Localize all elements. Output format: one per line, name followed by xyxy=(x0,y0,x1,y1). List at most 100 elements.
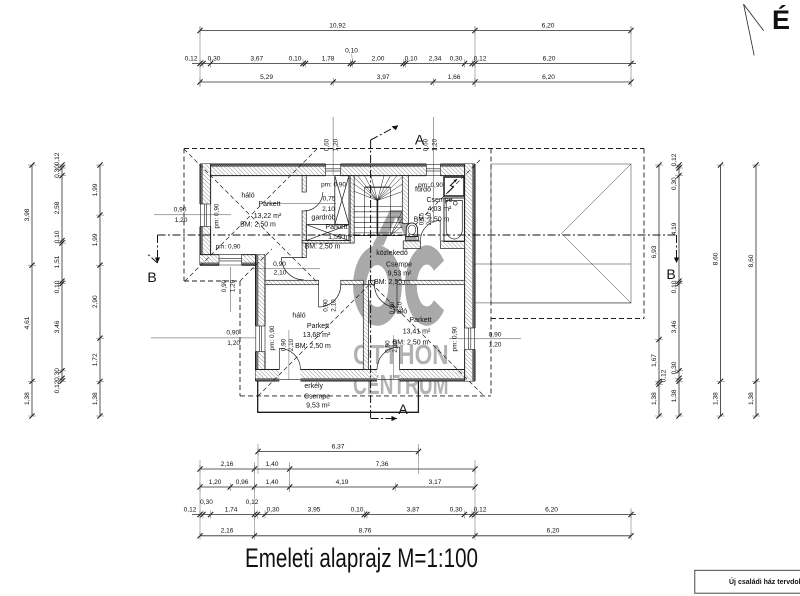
svg-text:BM: 2,50 m: BM: 2,50 m xyxy=(374,279,410,286)
svg-text:0,30: 0,30 xyxy=(450,506,463,513)
svg-text:2,10: 2,10 xyxy=(288,338,295,351)
svg-text:1,38: 1,38 xyxy=(24,392,31,405)
svg-text:0,75: 0,75 xyxy=(323,196,336,203)
svg-text:0,60: 0,60 xyxy=(324,138,331,151)
svg-text:A: A xyxy=(398,401,408,417)
svg-text:0,12: 0,12 xyxy=(661,369,668,382)
svg-text:3,46: 3,46 xyxy=(671,320,678,333)
svg-text:pm: 0,90: pm: 0,90 xyxy=(418,182,443,189)
svg-text:gardrób: gardrób xyxy=(311,215,335,222)
svg-text:0,12: 0,12 xyxy=(54,152,61,165)
svg-text:1,78: 1,78 xyxy=(322,55,335,62)
svg-text:3,87: 3,87 xyxy=(407,506,420,513)
svg-text:1,38: 1,38 xyxy=(748,392,755,405)
svg-text:0,12: 0,12 xyxy=(246,499,259,506)
svg-text:0,12: 0,12 xyxy=(54,380,61,393)
svg-text:3,67: 3,67 xyxy=(250,55,263,62)
svg-text:2,10: 2,10 xyxy=(397,301,404,314)
svg-text:0,96: 0,96 xyxy=(236,479,249,486)
svg-text:0,30: 0,30 xyxy=(208,55,221,62)
svg-text:0,90: 0,90 xyxy=(389,301,396,314)
svg-text:10,92: 10,92 xyxy=(329,22,346,29)
svg-text:pm: 0,90: pm: 0,90 xyxy=(214,203,221,228)
svg-text:0,90: 0,90 xyxy=(174,207,187,214)
svg-text:2,90: 2,90 xyxy=(92,295,99,308)
svg-text:0,10: 0,10 xyxy=(54,280,61,293)
svg-text:5,29: 5,29 xyxy=(260,74,273,81)
svg-text:1,72: 1,72 xyxy=(92,353,99,366)
svg-text:2,10: 2,10 xyxy=(274,270,287,277)
svg-text:3,98: 3,98 xyxy=(24,208,31,221)
svg-text:háló: háló xyxy=(241,193,254,200)
svg-text:Parkett: Parkett xyxy=(325,224,347,231)
svg-text:3,17: 3,17 xyxy=(429,479,442,486)
svg-text:3,95: 3,95 xyxy=(308,506,321,513)
svg-text:4,19: 4,19 xyxy=(336,479,349,486)
svg-text:0,10: 0,10 xyxy=(54,230,61,243)
svg-text:6,20: 6,20 xyxy=(543,55,556,62)
svg-text:0,90: 0,90 xyxy=(489,331,502,338)
svg-text:2,16: 2,16 xyxy=(221,528,234,535)
svg-text:4,61: 4,61 xyxy=(24,316,31,329)
svg-text:1,38: 1,38 xyxy=(92,392,99,405)
svg-text:Csempe: Csempe xyxy=(426,197,452,204)
svg-text:háló: háló xyxy=(292,313,305,320)
svg-text:0,90: 0,90 xyxy=(226,330,239,337)
svg-text:É: É xyxy=(772,4,790,35)
svg-text:6,20: 6,20 xyxy=(542,74,555,81)
svg-text:pm: 0,90: pm: 0,90 xyxy=(216,244,241,251)
svg-text:0,75: 0,75 xyxy=(419,212,426,225)
svg-text:BM: 2,50 m: BM: 2,50 m xyxy=(414,217,450,224)
svg-text:fürdő: fürdő xyxy=(415,187,431,194)
svg-text:BM: 2,50 m: BM: 2,50 m xyxy=(295,343,331,350)
svg-text:0,60: 0,60 xyxy=(422,138,429,151)
svg-text:Parkett: Parkett xyxy=(258,201,280,208)
svg-text:0,10: 0,10 xyxy=(405,55,418,62)
svg-text:Emeleti alaprajz M=1:100: Emeleti alaprajz M=1:100 xyxy=(245,543,478,573)
svg-text:7,36: 7,36 xyxy=(376,461,389,468)
svg-text:pm: 0,90: pm: 0,90 xyxy=(451,326,458,351)
svg-text:1,38: 1,38 xyxy=(671,389,678,402)
svg-text:0,90: 0,90 xyxy=(273,261,286,268)
svg-text:2,10: 2,10 xyxy=(392,340,399,353)
svg-text:1,67: 1,67 xyxy=(651,354,658,367)
svg-text:6,37: 6,37 xyxy=(332,443,345,450)
svg-text:1,20: 1,20 xyxy=(229,279,236,292)
svg-text:1,20: 1,20 xyxy=(175,217,188,224)
svg-text:9,53 m²: 9,53 m² xyxy=(388,271,412,278)
svg-text:1,59 m²: 1,59 m² xyxy=(328,234,352,241)
svg-text:1,40: 1,40 xyxy=(266,461,279,468)
svg-text:A: A xyxy=(415,132,425,148)
svg-text:pm: 0,90: pm: 0,90 xyxy=(269,325,276,350)
svg-text:Parkett: Parkett xyxy=(409,317,431,324)
svg-text:1,74: 1,74 xyxy=(225,506,238,513)
svg-text:2,34: 2,34 xyxy=(429,55,442,62)
svg-text:BM: 2,50 m: BM: 2,50 m xyxy=(305,244,341,251)
svg-text:0,12: 0,12 xyxy=(671,153,678,166)
svg-text:1,51: 1,51 xyxy=(54,255,61,268)
svg-text:6,20: 6,20 xyxy=(547,528,560,535)
svg-text:8,60: 8,60 xyxy=(713,252,720,265)
svg-text:0,90: 0,90 xyxy=(323,299,330,312)
svg-text:13,68 m²: 13,68 m² xyxy=(303,332,331,339)
svg-text:közlekedő: közlekedő xyxy=(376,250,408,257)
svg-text:1,38: 1,38 xyxy=(651,392,658,405)
svg-text:3,46: 3,46 xyxy=(54,320,61,333)
svg-text:0,90: 0,90 xyxy=(221,279,228,292)
svg-text:0,12: 0,12 xyxy=(474,55,487,62)
svg-text:0,30: 0,30 xyxy=(671,361,678,374)
svg-text:1,20: 1,20 xyxy=(227,340,240,347)
svg-text:8,76: 8,76 xyxy=(359,528,372,535)
svg-text:0,10: 0,10 xyxy=(671,280,678,293)
svg-text:4,03 m²: 4,03 m² xyxy=(428,206,452,213)
svg-text:0,12: 0,12 xyxy=(184,506,197,513)
svg-text:1,99: 1,99 xyxy=(92,233,99,246)
svg-text:0,10: 0,10 xyxy=(289,55,302,62)
svg-text:0,30: 0,30 xyxy=(200,499,213,506)
svg-text:2,58: 2,58 xyxy=(54,201,61,214)
svg-text:3,97: 3,97 xyxy=(377,74,390,81)
svg-text:1,99: 1,99 xyxy=(92,183,99,196)
svg-text:0,10: 0,10 xyxy=(345,48,358,55)
svg-text:13,22 m²: 13,22 m² xyxy=(254,213,282,220)
svg-text:2,10: 2,10 xyxy=(322,206,335,213)
